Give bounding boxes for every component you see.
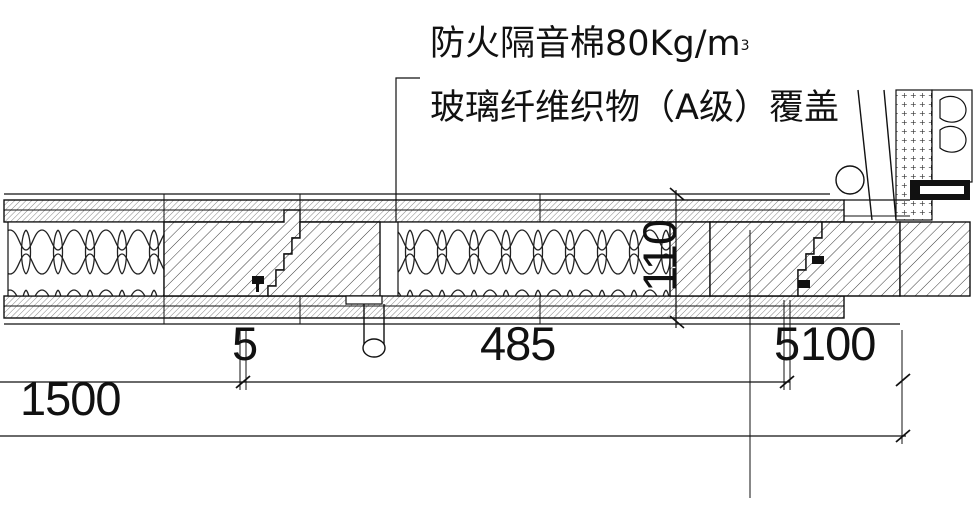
dimension-panel-width: 485	[480, 317, 556, 370]
superscript-3: 3	[740, 38, 750, 54]
insulation-middle	[397, 221, 671, 297]
joint-right	[669, 221, 971, 297]
bottom-skin-band	[3, 295, 845, 319]
dimension-gap-right: 5	[774, 317, 800, 370]
top-skin-band	[3, 199, 845, 223]
thickness-dimension	[669, 187, 685, 329]
round-profile-top	[835, 165, 865, 195]
right-frame-detail	[835, 89, 973, 221]
dimension-thickness: 110	[633, 220, 686, 292]
dimension-lines	[0, 230, 911, 498]
material-note-line-2: 玻璃纤维织物（A级）覆盖	[430, 88, 839, 128]
leader-line	[395, 77, 420, 222]
joint-left	[163, 209, 381, 297]
dimension-right-span: 100	[800, 317, 876, 370]
insulation-left	[7, 221, 165, 297]
bottom-fixing	[345, 295, 386, 358]
dimension-total-span: 1500	[20, 372, 122, 425]
round-profile-bottom	[362, 338, 386, 358]
material-note-line-1: 防火隔音棉80Kg/m3	[430, 24, 750, 64]
dimension-gap-left: 5	[232, 317, 258, 370]
